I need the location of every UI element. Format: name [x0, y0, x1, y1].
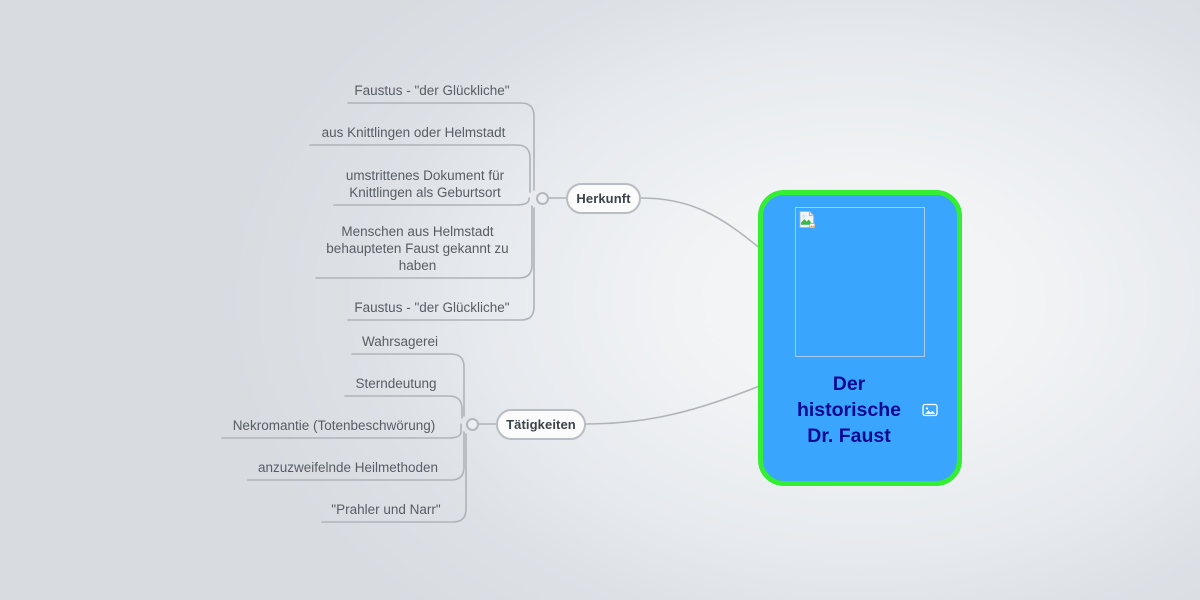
leaf-label[interactable]: Menschen aus Helmstadt behaupteten Faust… [326, 224, 509, 273]
broken-image-icon [799, 210, 816, 229]
leaf-label[interactable]: Sterndeutung [355, 376, 437, 391]
collapse-circle-icon[interactable] [536, 192, 549, 205]
leaf-label[interactable]: "Prahler und Narr" [331, 502, 441, 517]
central-node-title-row: Der historische Dr. Faust [763, 371, 957, 449]
leaf-label[interactable]: Nekromantie (Totenbeschwörung) [232, 418, 436, 433]
branch-node-label: Tätigkeiten [506, 417, 576, 432]
leaf-label[interactable]: anzuzweifelnde Heilmethoden [257, 460, 439, 475]
collapse-circle-icon[interactable] [466, 418, 479, 431]
leaf-label[interactable]: umstrittenes Dokument für Knittlingen al… [345, 168, 505, 200]
leaf-label[interactable]: Faustus - "der Glückliche" [354, 83, 510, 98]
branch-node-taetigkeiten[interactable]: Tätigkeiten [496, 409, 586, 440]
central-node-title: Der historische Dr. Faust [782, 371, 916, 449]
central-node[interactable]: Der historische Dr. Faust [758, 190, 962, 486]
leaf-label[interactable]: Wahrsagerei [361, 334, 439, 349]
branch-node-herkunft[interactable]: Herkunft [566, 183, 641, 214]
central-node-title-line-1: Der [832, 373, 866, 395]
picture-icon[interactable] [922, 402, 938, 418]
central-node-image-frame [795, 207, 925, 357]
leaf-label[interactable]: aus Knittlingen oder Helmstadt [321, 125, 506, 140]
central-node-title-line-2: historische [796, 399, 902, 421]
branch-node-label: Herkunft [576, 191, 631, 206]
central-node-title-line-3: Dr. Faust [807, 425, 891, 447]
leaf-label[interactable]: Faustus - "der Glückliche" [354, 300, 510, 315]
